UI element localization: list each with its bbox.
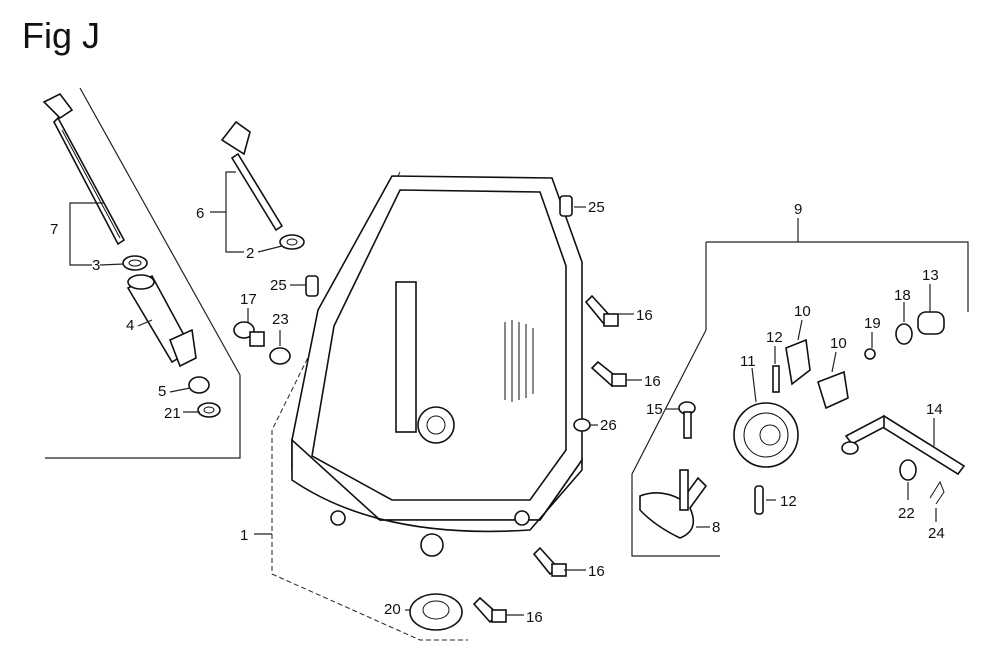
dowel-pin-25b [305, 275, 319, 297]
label-15: 15 [646, 401, 663, 418]
label-8: 8 [712, 519, 720, 536]
cover-rib [395, 281, 417, 433]
pin-12a [772, 365, 780, 393]
clip-24 [929, 480, 945, 505]
label-6: 6 [196, 205, 204, 222]
label-23: 23 [272, 311, 289, 328]
label-1: 1 [240, 527, 248, 544]
label-22: 22 [898, 505, 915, 522]
group-outline-right [706, 241, 969, 312]
label-21: 21 [164, 405, 181, 422]
label-14: 14 [926, 401, 943, 418]
label-16b: 16 [644, 373, 661, 390]
holder-13 [917, 311, 945, 335]
label-9: 9 [794, 201, 802, 218]
o-ring-21 [197, 402, 221, 418]
bolt-15 [678, 401, 696, 439]
label-13: 13 [922, 267, 939, 284]
figure-title: Fig J [22, 15, 100, 56]
governor-gear-11 [733, 402, 799, 468]
pin-12b [754, 485, 764, 515]
dipstick-short [220, 120, 284, 232]
callout-labels: 7 3 4 5 21 6 2 17 23 25 25 16 16 26 16 1… [50, 199, 945, 626]
clip-19 [864, 348, 876, 360]
bolt-16b [590, 360, 627, 388]
label-16a: 16 [636, 307, 653, 324]
washer-23 [269, 347, 291, 365]
label-12b: 12 [780, 493, 797, 510]
dipstick-group [42, 87, 305, 459]
label-5: 5 [158, 383, 166, 400]
dipstick-long [42, 92, 126, 246]
cover-base [291, 438, 583, 533]
label-25a: 25 [588, 199, 605, 216]
dowel-pin-25a [559, 195, 573, 217]
label-10b: 10 [830, 335, 847, 352]
o-ring-2 [279, 234, 305, 250]
group-outline-left [45, 87, 241, 459]
leader-lines [69, 171, 937, 616]
label-2: 2 [246, 245, 254, 262]
label-17: 17 [240, 291, 257, 308]
part-17 [233, 321, 265, 347]
weight-10a [785, 338, 811, 386]
cover-boss [420, 533, 444, 557]
governor-arm-8 [639, 469, 708, 539]
washer-26 [573, 418, 591, 432]
washer-22 [899, 459, 917, 481]
label-25b: 25 [270, 277, 287, 294]
washer-18 [895, 323, 913, 345]
governor-group [631, 241, 969, 557]
weight-10b [817, 370, 849, 410]
cover-fins [504, 320, 534, 402]
label-16c: 16 [588, 563, 605, 580]
label-7: 7 [50, 221, 58, 238]
clip-5 [188, 376, 210, 394]
governor-shaft-14 [841, 414, 966, 476]
label-16d: 16 [526, 609, 543, 626]
bolt-16d [472, 596, 507, 624]
o-ring-3 [122, 255, 148, 271]
label-20: 20 [384, 601, 401, 618]
group-outline-right-lower [631, 242, 720, 557]
label-19: 19 [864, 315, 881, 332]
label-24: 24 [928, 525, 945, 542]
filler-tube [126, 274, 197, 368]
label-4: 4 [126, 317, 134, 334]
label-18: 18 [894, 287, 911, 304]
label-12a: 12 [766, 329, 783, 346]
bolt-16c [532, 546, 567, 577]
label-3: 3 [92, 257, 100, 274]
label-10a: 10 [794, 303, 811, 320]
cover-inner [311, 189, 567, 501]
crankcase-cover [271, 171, 583, 641]
oil-seal-20 [409, 593, 463, 631]
label-11: 11 [740, 353, 756, 370]
label-26: 26 [600, 417, 617, 434]
bearing-seat [417, 406, 455, 444]
bolt-16a [584, 294, 619, 327]
